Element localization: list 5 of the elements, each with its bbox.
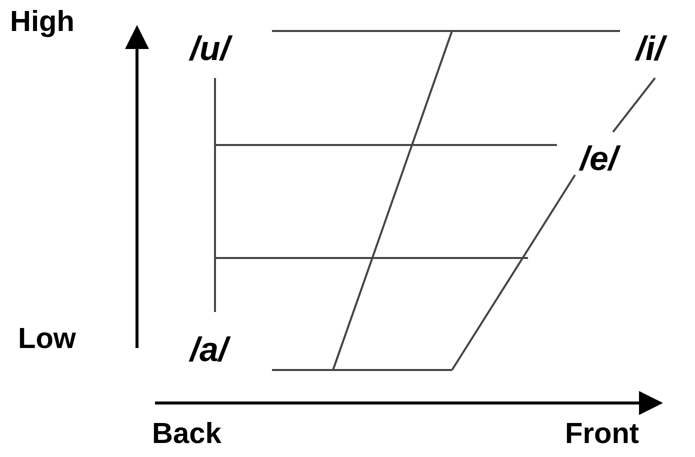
axis-label: Back bbox=[152, 420, 222, 449]
vowel-symbol: /u/ bbox=[190, 32, 230, 66]
axis-label: High bbox=[10, 8, 74, 37]
axis-label: Low bbox=[18, 325, 76, 354]
axis-label: Front bbox=[565, 420, 640, 449]
